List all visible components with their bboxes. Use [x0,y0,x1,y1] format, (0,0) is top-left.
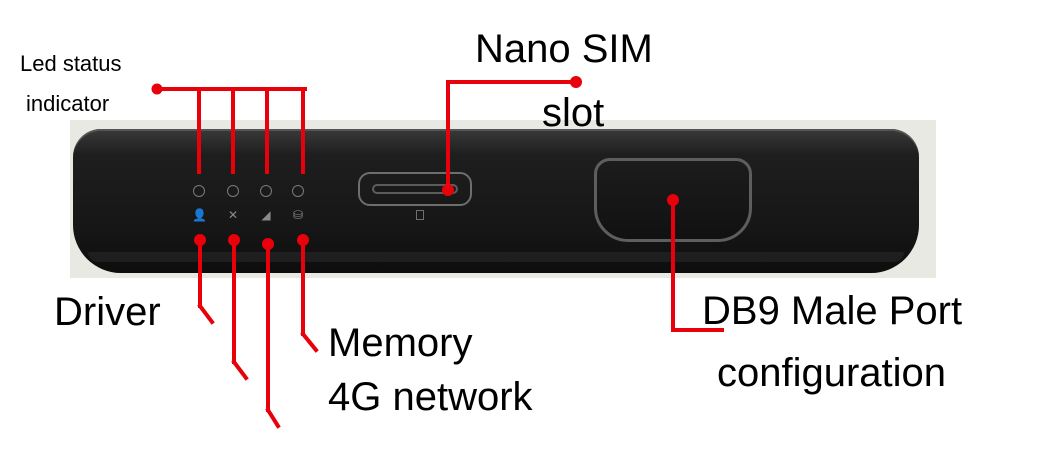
nano-sim-slot-opening [372,184,458,194]
led-status-label-line2: indicator [26,91,110,116]
db9-label-line1: DB9 Male Port [702,289,963,333]
memory-leader-tick [300,331,319,353]
sim-card-icon [416,210,424,220]
gps-leader-tick [231,359,249,381]
satellite-icon: ✕ [227,208,239,222]
network-led-dot [262,238,274,250]
driver-led-dot [194,234,206,246]
db9-port-dot [667,194,679,206]
memory-label: Memory [328,321,473,365]
network-leader-tick [265,407,281,429]
led-gps [227,185,239,197]
sim-label-dot [570,76,582,88]
device-body [73,129,919,273]
led-bracket-dot [151,83,163,95]
database-icon: ⛁ [292,208,304,222]
led-memory [292,185,304,197]
nano-sim-label-line2: slot [542,91,605,135]
sim-slot-dot [442,184,454,196]
device-bottom-edge [88,252,904,262]
driver-leader-tick [197,303,215,325]
memory-led-dot [297,234,309,246]
gps-led-dot [228,234,240,246]
led-4g-network [260,185,272,197]
person-icon: 👤 [192,208,207,222]
db9-label-line2: configuration [717,351,947,395]
nano-sim-slot [358,172,472,206]
driver-label: Driver [54,290,161,334]
led-status-label-line1: Led status [20,51,122,76]
network-4g-label: 4G network [328,375,533,419]
signal-icon: ◢ [261,208,271,222]
nano-sim-label-line1: Nano SIM [475,27,653,71]
led-driver [193,185,205,197]
